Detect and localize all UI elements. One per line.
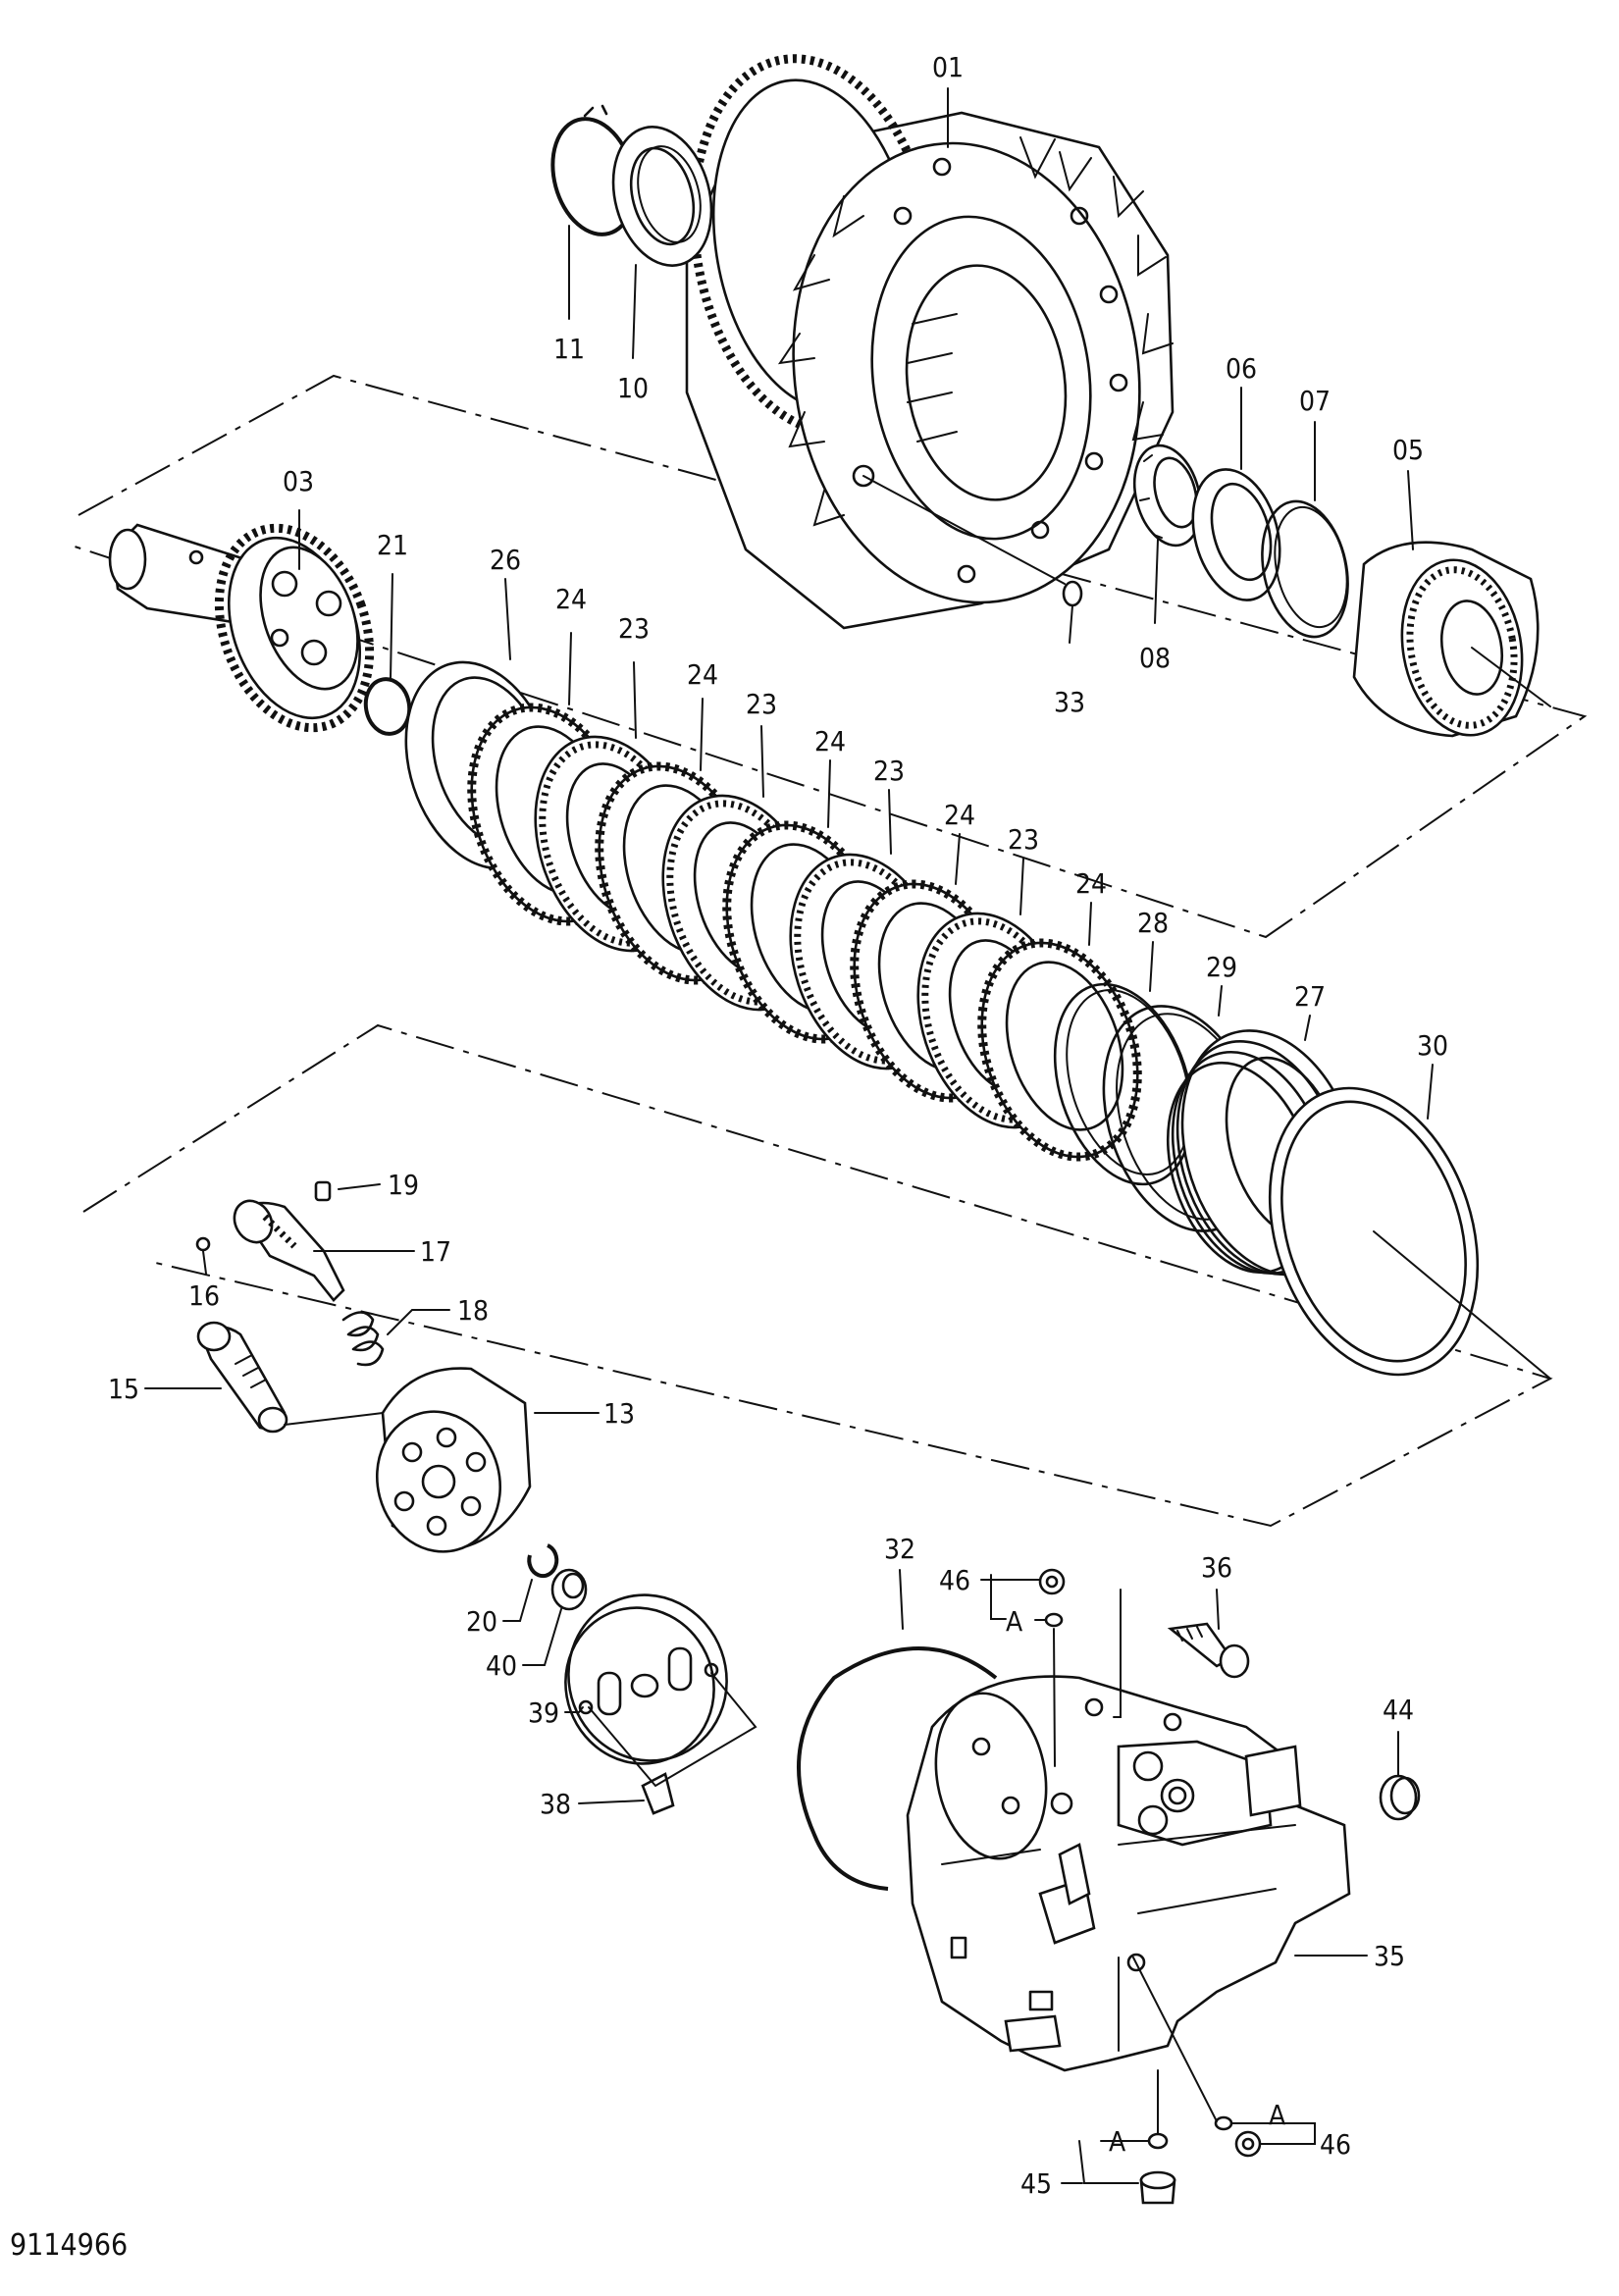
- callout-19: 19: [388, 1169, 419, 1201]
- callout-01: 01: [932, 51, 964, 83]
- valve-plate-39: [564, 1593, 728, 1765]
- spring-18: [341, 1311, 385, 1367]
- callout-a-bottom: A: [1109, 2125, 1126, 2158]
- snap-ring-21: [363, 677, 412, 736]
- callout-36: 36: [1201, 1551, 1232, 1584]
- callout-08: 08: [1139, 642, 1171, 674]
- callout-05: 05: [1392, 434, 1424, 466]
- leader-lines: [144, 87, 1434, 2184]
- callout-24-4: 24: [944, 799, 975, 831]
- callout-26: 26: [490, 544, 521, 576]
- callout-46-bottom: 46: [1320, 2128, 1351, 2161]
- cylinder-block-13: [375, 1367, 532, 1553]
- callout-23-4: 23: [1008, 823, 1039, 856]
- callout-24-2: 24: [687, 658, 718, 691]
- callout-labels: 01 11 10 03 21 26 33 08 06 07 05 24 23 2…: [108, 51, 1448, 2200]
- callout-30: 30: [1417, 1029, 1448, 1062]
- bearing-race-06: [1191, 468, 1281, 601]
- callout-33: 33: [1054, 686, 1085, 718]
- callout-28: 28: [1137, 907, 1169, 939]
- shaft-17: [233, 1199, 345, 1302]
- plug-46-bottom: [1234, 2130, 1262, 2158]
- callout-23-2: 23: [746, 688, 777, 720]
- callout-24-5: 24: [1075, 867, 1107, 900]
- bolt-36: [1167, 1622, 1250, 1679]
- taper-bearing-05: [1352, 541, 1551, 738]
- drawing-number: 9114966: [10, 2228, 128, 2263]
- callout-23-3: 23: [873, 755, 905, 787]
- callout-07: 07: [1299, 385, 1331, 417]
- bushing-40: [550, 1568, 588, 1611]
- clutch-plate-stack: [467, 703, 1142, 1162]
- callout-32: 32: [884, 1533, 915, 1565]
- callout-44: 44: [1383, 1694, 1414, 1726]
- oil-seal-10: [611, 126, 713, 267]
- upper-assembly-boundary: [68, 374, 1588, 939]
- callout-17: 17: [420, 1235, 451, 1268]
- callout-29: 29: [1206, 951, 1237, 983]
- callout-39: 39: [528, 1696, 559, 1729]
- o-ring-32: [797, 1646, 998, 1891]
- callout-15: 15: [108, 1373, 139, 1405]
- callout-46-top: 46: [939, 1564, 970, 1596]
- callout-45: 45: [1020, 2167, 1052, 2200]
- pin-38: [641, 1772, 675, 1815]
- planetary-shaft-03: [108, 523, 375, 733]
- callout-16: 16: [188, 1279, 220, 1312]
- lock-nut-08: [1132, 444, 1203, 548]
- plate-30: [1268, 1086, 1551, 1380]
- snap-ring-20: [527, 1543, 559, 1579]
- callout-38: 38: [540, 1788, 571, 1820]
- callout-40: 40: [486, 1649, 517, 1682]
- callout-20: 20: [466, 1605, 497, 1638]
- callout-24-3: 24: [814, 725, 846, 757]
- callout-24-1: 24: [555, 583, 587, 615]
- callout-27: 27: [1294, 980, 1326, 1013]
- ring-07: [1261, 499, 1349, 639]
- valve-19: [314, 1180, 332, 1202]
- plug-45: [1139, 2170, 1176, 2205]
- callout-13: 13: [603, 1397, 635, 1430]
- piston-15: [196, 1321, 288, 1434]
- hub-housing: [685, 54, 1175, 630]
- callout-11: 11: [553, 333, 585, 365]
- callout-10: 10: [617, 372, 649, 404]
- callout-23-1: 23: [618, 612, 650, 645]
- callout-35: 35: [1374, 1940, 1405, 1972]
- plug-46-top: [1038, 1568, 1066, 1595]
- callout-18: 18: [457, 1294, 489, 1327]
- motor-body-35: [906, 1675, 1351, 2072]
- callout-06: 06: [1226, 352, 1257, 385]
- callout-03: 03: [283, 465, 314, 497]
- callout-a-top: A: [1006, 1605, 1023, 1638]
- callout-a-right: A: [1269, 2099, 1286, 2131]
- callout-21: 21: [377, 529, 408, 561]
- ring-28: [1053, 982, 1194, 1186]
